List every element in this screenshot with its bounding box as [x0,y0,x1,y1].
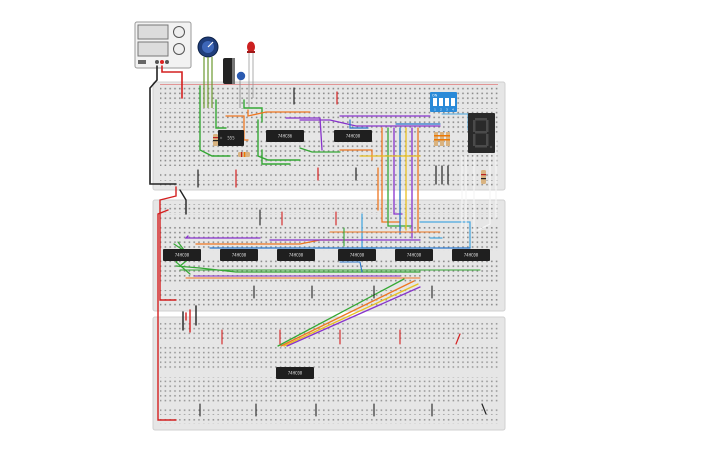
wires [149,65,497,421]
chip-label: 74HC86 [278,134,293,139]
chip-label: 74HC08 [289,253,304,258]
chip-label: 74HC08 [350,253,365,258]
chip-74hc08-top[interactable]: 74HC08 [334,130,372,142]
dip-pos-3: 3 [446,108,448,112]
power-supply[interactable] [134,21,192,69]
chip-74hc08-row-4[interactable]: 74HC08 [338,249,376,261]
chip-555[interactable]: 555 [218,130,244,146]
chip-label: 74HC08 [407,253,422,258]
chip-label: 74HC08 [232,253,247,258]
chip-74hc86[interactable]: 74HC86 [266,130,304,142]
dip-toggle-2[interactable] [439,98,443,106]
dip-toggle-3[interactable] [445,98,449,106]
chip-label: 74HC08 [288,371,303,376]
chip-label: 74HC08 [464,253,479,258]
chip-74hc08-bottom[interactable]: 74HC08 [276,367,314,379]
chip-74hc08-row-5[interactable]: 74HC08 [395,249,433,261]
current-knob[interactable] [173,43,185,55]
chip-74hc08-row-1[interactable]: 74HC08 [163,249,201,261]
resistor-1[interactable] [213,134,218,146]
chip-74hc08-row-6[interactable]: 74HC08 [452,249,490,261]
chip-label: 555 [227,136,235,141]
ceramic-capacitor[interactable] [236,71,246,81]
chip-74hc08-row-2[interactable]: 74HC08 [220,249,258,261]
resistor-3[interactable] [481,170,486,184]
potentiometer[interactable] [197,36,219,108]
seven-segment-digit [473,118,489,148]
dip-toggle-1[interactable] [433,98,437,106]
capacitor[interactable] [223,58,235,84]
dip-switch[interactable]: ON 1 2 3 4 [430,92,457,112]
breadboard-3[interactable] [152,316,506,431]
dip-toggle-4[interactable] [451,98,455,106]
chip-label: 74HC08 [175,253,190,258]
resistor-array[interactable] [434,132,450,146]
chip-74hc08-row-3[interactable]: 74HC08 [277,249,315,261]
seven-segment-display[interactable] [468,113,495,153]
dip-pos-1: 1 [434,108,436,112]
resistor-2[interactable] [238,152,250,157]
dip-pos-4: 4 [452,108,454,112]
chip-label: 74HC08 [346,134,361,139]
red-led[interactable] [247,41,255,109]
dip-on-label: ON [432,94,438,98]
voltage-knob[interactable] [173,26,185,38]
dip-pos-2: 2 [440,108,442,112]
